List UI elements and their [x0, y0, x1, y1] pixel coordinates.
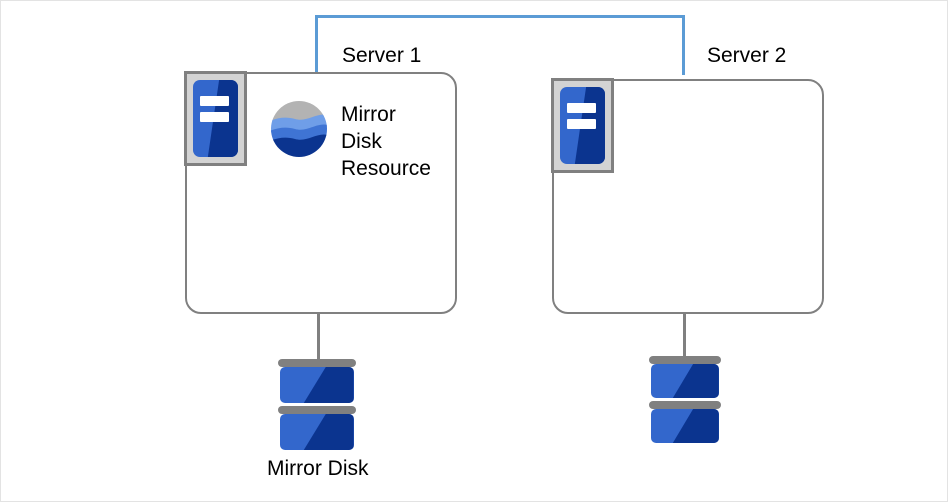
disk-platter — [280, 414, 354, 450]
server-rack-icon — [551, 78, 614, 173]
disk-cap — [649, 401, 721, 409]
mirror-disk-icon — [649, 356, 721, 446]
disk-platter — [280, 367, 354, 403]
server-rack-slot-bar — [567, 119, 596, 130]
disk-platter-shade — [672, 409, 719, 443]
server-rack-slot-bar — [200, 96, 229, 107]
server-rack-icon — [184, 71, 247, 166]
server-rack-body — [560, 87, 605, 164]
server-rack-slot-bar — [200, 112, 229, 123]
server-2-label: Server 2 — [707, 44, 787, 67]
disk-cap — [278, 359, 356, 367]
server-rack-body — [193, 80, 238, 157]
disk-cap — [649, 356, 721, 364]
server-1-disk-connector — [317, 313, 320, 363]
disk-cap — [278, 406, 356, 414]
disk-platter-shade — [303, 414, 354, 450]
disk-platter-shade — [672, 364, 719, 398]
mirror-disk-resource-globe-icon — [271, 101, 327, 157]
disk-platter — [651, 409, 719, 443]
server-1-label: Server 1 — [342, 44, 422, 67]
server-rack-slot-bar — [567, 103, 596, 114]
disk-platter — [651, 364, 719, 398]
disk-platter-shade — [303, 367, 354, 403]
mirror-disk-icon — [278, 359, 356, 455]
mirror-disk-label: Mirror Disk — [267, 457, 369, 480]
server-2-disk-connector — [683, 313, 686, 359]
mirror-disk-resource-label: Mirror Disk Resource — [341, 103, 431, 180]
server-interconnect-link — [315, 15, 685, 75]
